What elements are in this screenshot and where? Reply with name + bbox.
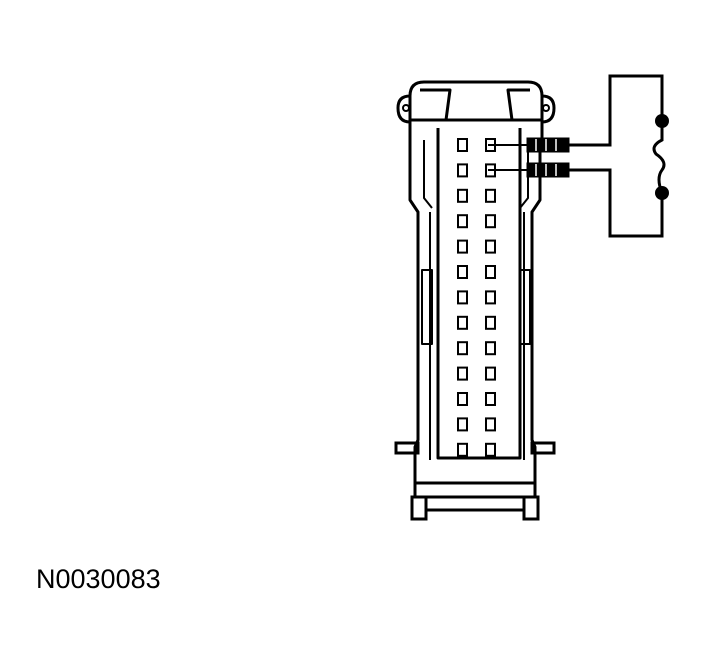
probe-tip-upper	[526, 137, 570, 153]
terminal-cavity	[457, 366, 468, 381]
terminal-cavity	[485, 315, 496, 330]
terminal-cavity	[485, 188, 496, 203]
probe-tip-lower	[526, 162, 570, 178]
terminal-cavity	[457, 163, 468, 178]
figure-id-label: N0030083	[36, 564, 161, 594]
terminal-cavity	[485, 290, 496, 305]
terminal-cavity	[457, 417, 468, 432]
terminal-cavity	[457, 442, 468, 457]
locating-tabs	[394, 441, 556, 455]
terminal-cavity	[457, 138, 468, 152]
fuse-icon	[650, 76, 674, 236]
terminal-cavity	[485, 442, 496, 457]
terminal-cavity	[485, 239, 496, 254]
bottom-latch	[410, 481, 540, 521]
terminal-cavity	[457, 341, 468, 356]
terminal-cavity	[457, 392, 468, 406]
terminal-cavity	[457, 265, 468, 279]
terminal-cavity	[485, 366, 496, 381]
connector-housing	[396, 80, 556, 499]
terminal-cavity	[457, 315, 468, 330]
terminal-cavity	[485, 417, 496, 432]
terminal-cavity	[457, 214, 468, 229]
fuse-jumper	[488, 74, 664, 238]
terminal-cavity	[485, 214, 496, 229]
terminal-cavity	[485, 392, 496, 406]
terminal-cavity	[457, 290, 468, 305]
terminal-grid	[457, 138, 496, 457]
terminal-cavity	[485, 341, 496, 356]
terminal-cavity	[457, 188, 468, 203]
terminal-cavity	[485, 265, 496, 279]
terminal-cavity	[457, 239, 468, 254]
